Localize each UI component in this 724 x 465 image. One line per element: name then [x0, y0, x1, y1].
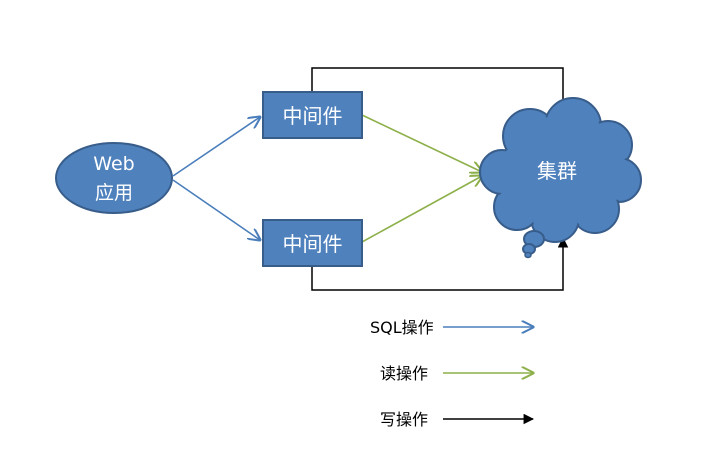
- read-arrow-top: [361, 114, 482, 172]
- middleware-bottom-node: 中间件: [262, 219, 363, 267]
- sql-arrow-top: [172, 117, 260, 177]
- legend-item-write: 写操作: [380, 410, 535, 429]
- middleware-top-label: 中间件: [283, 104, 343, 128]
- read-arrow-bottom: [361, 176, 482, 243]
- web-app-label-line1: Web: [93, 153, 134, 175]
- middleware-bottom-label: 中间件: [283, 232, 343, 256]
- cluster-label: 集群: [537, 159, 577, 183]
- web-app-label-line2: 应用: [95, 182, 133, 204]
- cloud-tail-small: [524, 251, 532, 259]
- legend-label-read: 读操作: [380, 364, 428, 383]
- legend: SQL操作 读操作 写操作: [370, 318, 533, 429]
- write-arrow-bottom: [311, 236, 569, 291]
- legend-label-sql: SQL操作: [370, 318, 434, 337]
- cluster-node: 集群: [479, 97, 642, 259]
- legend-item-read: 读操作: [380, 364, 533, 383]
- legend-item-sql: SQL操作: [370, 318, 533, 337]
- legend-label-write: 写操作: [380, 410, 428, 429]
- sql-arrow-bottom: [172, 179, 260, 240]
- middleware-top-node: 中间件: [262, 91, 363, 139]
- write-arrow-top: [311, 67, 569, 114]
- web-app-node: Web 应用: [55, 142, 173, 214]
